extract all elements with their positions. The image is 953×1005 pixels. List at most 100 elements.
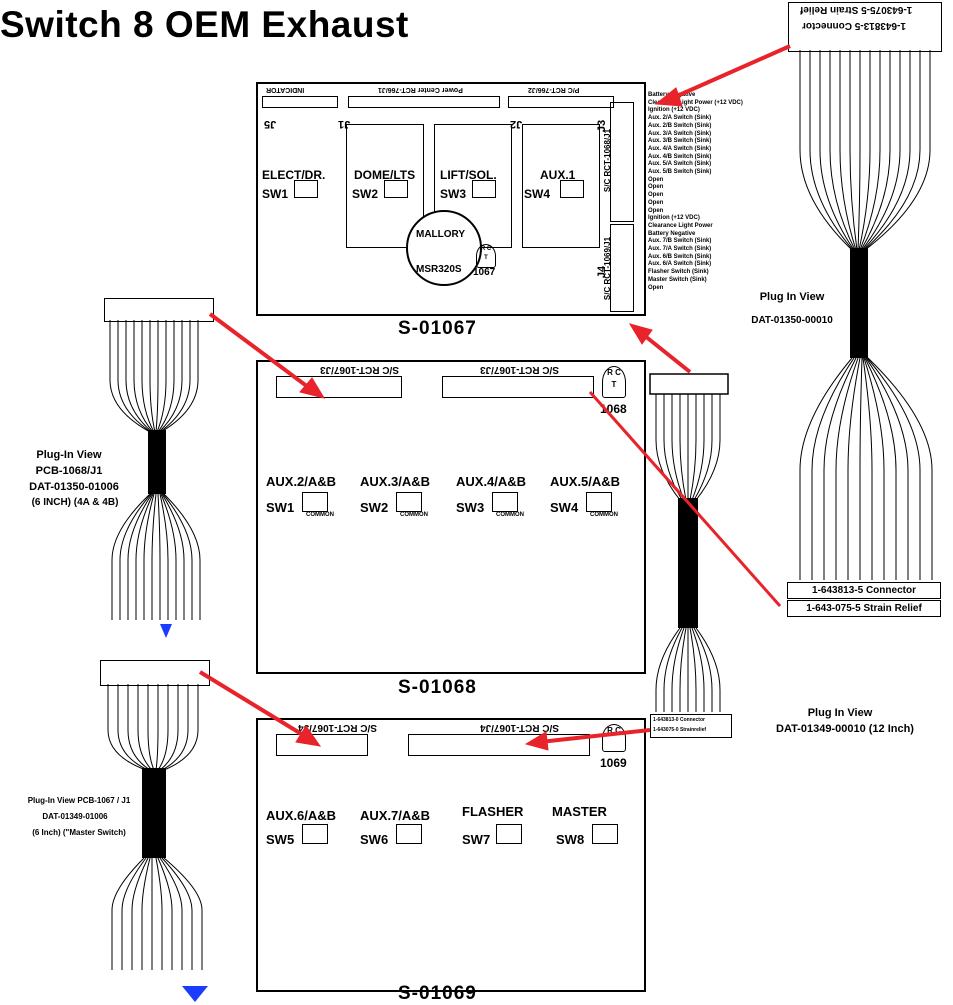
board-s01067: INDICATOR Power Center RCT-766/J1 P/C RC… xyxy=(256,82,646,316)
switch-sw4: SW4 xyxy=(524,187,551,201)
red-arrows xyxy=(198,44,791,751)
board-label-s01067: S-01067 xyxy=(398,318,477,339)
harness-right-part: DAT-01350-00010 xyxy=(751,315,833,326)
switch-sw8: SW8 xyxy=(556,832,585,847)
relay-mallory xyxy=(406,210,482,286)
switch-pad-sw1 xyxy=(294,180,318,198)
harness-lt-upper-wires xyxy=(109,320,199,433)
connector-power-center xyxy=(348,96,500,108)
harness-lb-upper-wires xyxy=(107,684,199,771)
pin-list-item: Aux. 2/A Switch (Sink) xyxy=(648,115,712,122)
pin-list-item: Ignition (+12 VDC) xyxy=(648,107,700,114)
harness-right-bottom-connector: 1-643813-5 Connector xyxy=(787,582,941,599)
board-label-s01068: S-01068 xyxy=(398,677,477,698)
harness-lt-part: DAT-01350-01006 xyxy=(29,481,119,493)
harness-right-body xyxy=(850,248,868,358)
rct-id-1069: 1069 xyxy=(600,756,627,770)
relay-mallory-top: MALLORY xyxy=(416,229,466,240)
blue-arrow-lb xyxy=(182,986,208,1002)
pin-list-item: Aux. 5/B Switch (Sink) xyxy=(648,169,712,176)
harness-mid-lower-wires xyxy=(655,627,721,712)
harness-mid-plug: 1-643813-0 Connector 1-643075-0 Strainre… xyxy=(650,714,732,738)
harness-right-plug-view: Plug In View xyxy=(752,290,832,304)
switch-pad-sw2 xyxy=(384,180,408,198)
page-title: Switch 8 OEM Exhaust xyxy=(0,4,409,45)
pin-list-item: Aux. 5/A Switch (Sink) xyxy=(648,161,712,168)
harness-right-upper-wires xyxy=(799,50,931,251)
connector-j3 xyxy=(610,102,634,222)
pin-list-item: Open xyxy=(648,207,664,214)
switch-label-aux6: AUX.6/A&B xyxy=(266,808,337,823)
harness-mid-relief: 1-643075-0 Strainrelief xyxy=(653,727,707,733)
switch-pad-1069-8 xyxy=(592,824,618,844)
pin-list-item: Clearance Light Power (+12 VDC) xyxy=(648,99,743,106)
harness-lb-length: (6 Inch) ("Master Switch) xyxy=(32,828,126,837)
harness-lt-pcb: PCB-1068/J1 xyxy=(35,465,103,477)
switch-pad-sw3 xyxy=(472,180,496,198)
harness-lt-length: (6 INCH) (4A & 4B) xyxy=(31,497,119,508)
pin-list-item: Aux. 2/B Switch (Sink) xyxy=(648,122,712,129)
harness-right-top-plug xyxy=(788,2,942,52)
switch-pad-1068-4 xyxy=(586,492,612,512)
harness-right-lower-wires xyxy=(799,357,933,580)
pin-list-item: Aux. 7/B Switch (Sink) xyxy=(648,238,712,245)
switch-sw7: SW7 xyxy=(462,832,491,847)
relay-area-dome xyxy=(346,124,424,248)
switch-label-lift: LIFT/SOL. xyxy=(440,168,497,182)
switch-label-aux3: AUX.3/A&B xyxy=(360,474,431,489)
switch-sw6: SW6 xyxy=(360,832,389,847)
harness-mid-connector: 1-643813-0 Connector xyxy=(653,717,705,723)
pin-list-item: Aux. 4/B Switch (Sink) xyxy=(648,153,712,160)
connector-indicator xyxy=(262,96,338,108)
relay-mallory-bottom: MSR320S xyxy=(416,264,462,275)
pin-list-item: Clearance Light Power xyxy=(648,222,713,229)
pin-list-item: Flasher Switch (Sink) xyxy=(648,269,709,276)
pin-list-item: Open xyxy=(648,199,664,206)
pin-list-item: Master Switch (Sink) xyxy=(648,276,707,283)
switch-sw5: SW5 xyxy=(266,832,295,847)
harness-lt-lower-wires xyxy=(111,493,201,620)
harness-lb-part: DAT-01349-01006 xyxy=(42,812,108,821)
switch-label-aux4: AUX.4/A&B xyxy=(456,474,527,489)
switch-pad-1068-3 xyxy=(492,492,518,512)
pin-list-item: Aux. 3/B Switch (Sink) xyxy=(648,138,712,145)
connector-j4 xyxy=(610,224,634,312)
switch-label-master: MASTER xyxy=(552,804,607,819)
harness-lb-plug-view: Plug-In View PCB-1067 / J1 xyxy=(27,796,131,805)
pin-list-item: Aux. 6/A Switch (Sink) xyxy=(648,261,712,268)
switch-label-dome: DOME/LTS xyxy=(354,168,416,182)
harness-mid-body xyxy=(678,498,698,628)
switch-pad-1069-6 xyxy=(396,824,422,844)
harness-lb-body xyxy=(142,768,166,858)
switch-sw2-1068: SW2 xyxy=(360,500,389,515)
switch-pad-1069-5 xyxy=(302,824,328,844)
pin-list-item: Open xyxy=(648,192,664,199)
pin-list-item: Aux. 6/B Switch (Sink) xyxy=(648,253,712,260)
switch-pad-1068-2 xyxy=(396,492,422,512)
harness-lt-body xyxy=(148,430,166,494)
pin-list-item: Aux. 4/A Switch (Sink) xyxy=(648,145,712,152)
pin-list-item: Aux. 3/A Switch (Sink) xyxy=(648,130,712,137)
switch-pad-1068-1 xyxy=(302,492,328,512)
pin-list-item: Open xyxy=(648,284,664,291)
board-label-s01069: S-01069 xyxy=(398,983,477,1004)
relay-area-aux1 xyxy=(522,124,600,248)
pin-list-item: Battery Negative xyxy=(648,230,696,237)
pin-list: Battery Negative Clearance Light Power (+… xyxy=(648,92,778,292)
harness-lt-plug xyxy=(104,298,214,322)
rct-id-1067: 1067 xyxy=(473,267,496,278)
harness-mid-part: DAT-01349-00010 (12 Inch) xyxy=(776,723,914,735)
switch-pad-1069-7 xyxy=(496,824,522,844)
switch-sw3: SW3 xyxy=(440,187,467,201)
harness-lb-plug xyxy=(100,660,210,686)
pin-list-item: Open xyxy=(648,184,664,191)
switch-sw2: SW2 xyxy=(352,187,379,201)
switch-label-elect: ELECT/DR. xyxy=(262,168,326,182)
harness-lb-lower-wires xyxy=(111,857,203,970)
connector-1068-j1b xyxy=(442,376,594,398)
switch-pad-sw4 xyxy=(560,180,584,198)
